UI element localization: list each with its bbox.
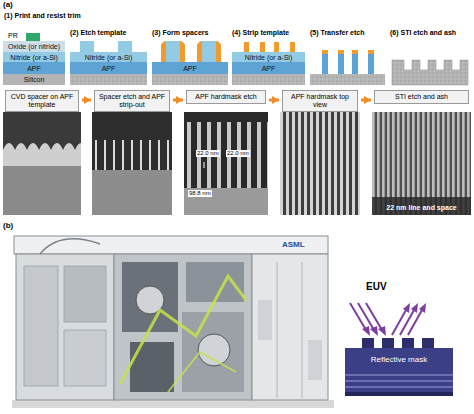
step-title: (6) STI etch and ash: [390, 29, 456, 37]
step-title: (5) Transfer etch: [310, 29, 364, 37]
oxide-layer: Oxide (or nitride): [3, 41, 65, 52]
dimension: 98.8 nm: [188, 190, 212, 197]
step-title: (2) Etch template: [70, 29, 126, 37]
step-title: (4) Strip template: [232, 29, 289, 37]
panel-caption: APF hardmask etch: [186, 90, 266, 104]
silicon-substrate: Silicon: [3, 74, 65, 85]
scale-note: 22 nm line and space: [372, 204, 471, 211]
process-arrow: [361, 99, 371, 102]
layer-label: APF: [102, 65, 116, 72]
apf-layer: APF: [152, 62, 228, 74]
process-arrow: [82, 99, 91, 102]
process-arrow: [269, 99, 279, 102]
sem-panel: CVD spacer on APF template: [3, 88, 81, 215]
logo-text: ASML: [282, 240, 305, 249]
step-title: (1) Print and resist trim: [4, 12, 81, 20]
reflective-mask: Reflective mask: [345, 348, 453, 370]
layer-label: Nitride (or a-Si): [85, 54, 132, 61]
layer-label: Nitride (or a-Si): [10, 54, 57, 61]
layer-label: Silicon: [24, 76, 45, 83]
dimension: 22.0 nm: [226, 150, 250, 157]
nitride-layer: Nitride (or a-Si): [70, 52, 147, 62]
radiation-label: EUV: [366, 281, 387, 293]
nitride-layer: Nitride (or a-Si): [232, 52, 305, 62]
panel-caption: CVD spacer on APF template: [5, 90, 79, 112]
sem-panel: APF hardmask top view: [280, 88, 360, 215]
panel-caption: APF hardmask top view: [282, 90, 358, 112]
layer-label: Oxide (or nitride): [8, 43, 60, 50]
panel-caption: STI etch and ash: [374, 90, 469, 104]
apf-layer: APF: [232, 62, 305, 74]
layer-label: APF: [262, 65, 276, 72]
panel-label: (a): [3, 0, 13, 9]
layer-label: Nitride (or a-Si): [245, 54, 292, 61]
nitride-layer: Nitride (or a-Si): [3, 52, 65, 62]
layer-label: APF: [27, 65, 41, 72]
apf-layer: APF: [3, 62, 65, 74]
step-title: (3) Form spacers: [152, 29, 208, 37]
panel-caption: Spacer etch and APF strip-out: [94, 90, 170, 112]
layer-label: Reflective mask: [371, 355, 427, 364]
layer-label: PR: [8, 32, 18, 40]
sem-panel: STI etch and ash 22 nm line and space: [372, 88, 471, 215]
process-arrow: [173, 99, 183, 102]
sem-panel: Spacer etch and APF strip-out: [92, 88, 172, 215]
dimension: 22.0 nm: [196, 150, 220, 157]
photoresist: [26, 33, 40, 41]
layer-label: APF: [183, 65, 197, 72]
panel-label: (b): [3, 221, 13, 230]
apf-layer: APF: [70, 62, 147, 74]
